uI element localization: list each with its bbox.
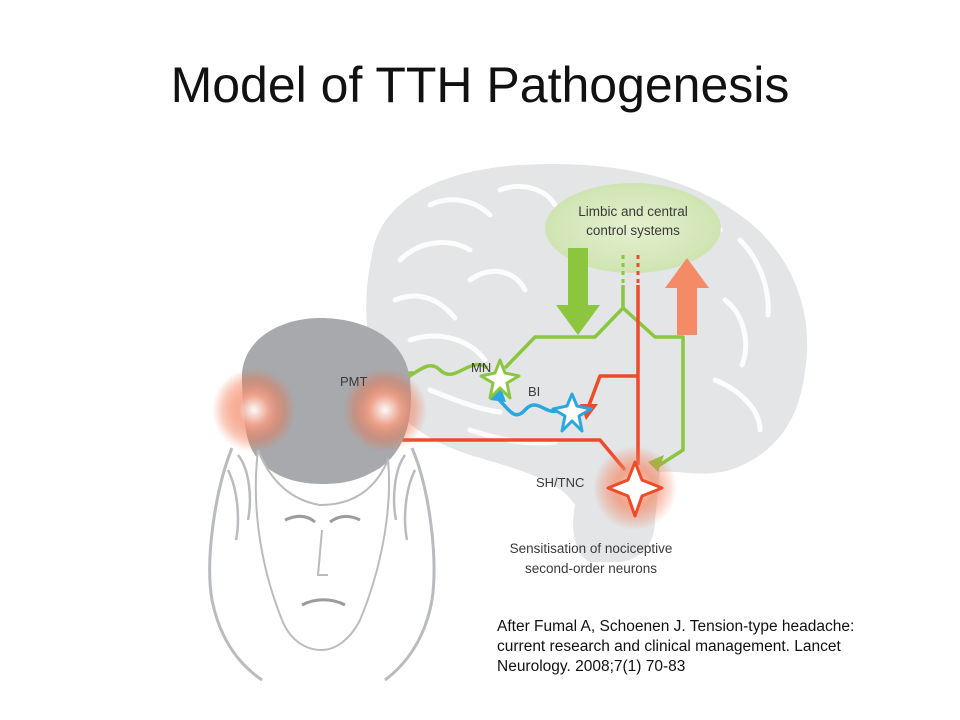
sensitisation-label-line1: Sensitisation of nociceptive (510, 541, 673, 556)
pain-glow-left-temple (212, 368, 296, 452)
citation-line: After Fumal A, Schoenen J. Tension-type … (497, 618, 855, 635)
blue-wave-pathway (491, 393, 564, 417)
blue-arrowhead (490, 385, 506, 402)
limbic-label-line2: control systems (586, 223, 680, 238)
citation: After Fumal A, Schoenen J. Tension-type … (497, 617, 947, 677)
citation-line: Neurology. 2008;7(1) 70-83 (497, 658, 686, 675)
slide-title: Model of TTH Pathogenesis (170, 57, 790, 113)
sensitisation-label-line2: second-order neurons (525, 561, 657, 576)
descending-green-arrow (556, 248, 600, 335)
red-pathway-to-bi (586, 374, 638, 409)
bi-label: BI (528, 384, 540, 399)
mn-neuron-icon (479, 358, 521, 400)
green-pathway-right (621, 306, 685, 470)
green-pathway-main (503, 285, 625, 370)
bi-neuron-icon (551, 392, 593, 433)
limbic-region (545, 183, 721, 273)
pain-glow-right-temple (343, 368, 427, 452)
sh-tnc-neuron-icon (606, 460, 664, 518)
ascending-red-arrow (665, 258, 709, 335)
pmt-label: PMT (340, 374, 368, 389)
limbic-label-line1: Limbic and central (578, 204, 688, 219)
citation-line: current research and clinical management… (497, 638, 841, 655)
mn-label: MN (471, 360, 491, 375)
sh-tnc-label: SH/TNC (536, 475, 584, 490)
